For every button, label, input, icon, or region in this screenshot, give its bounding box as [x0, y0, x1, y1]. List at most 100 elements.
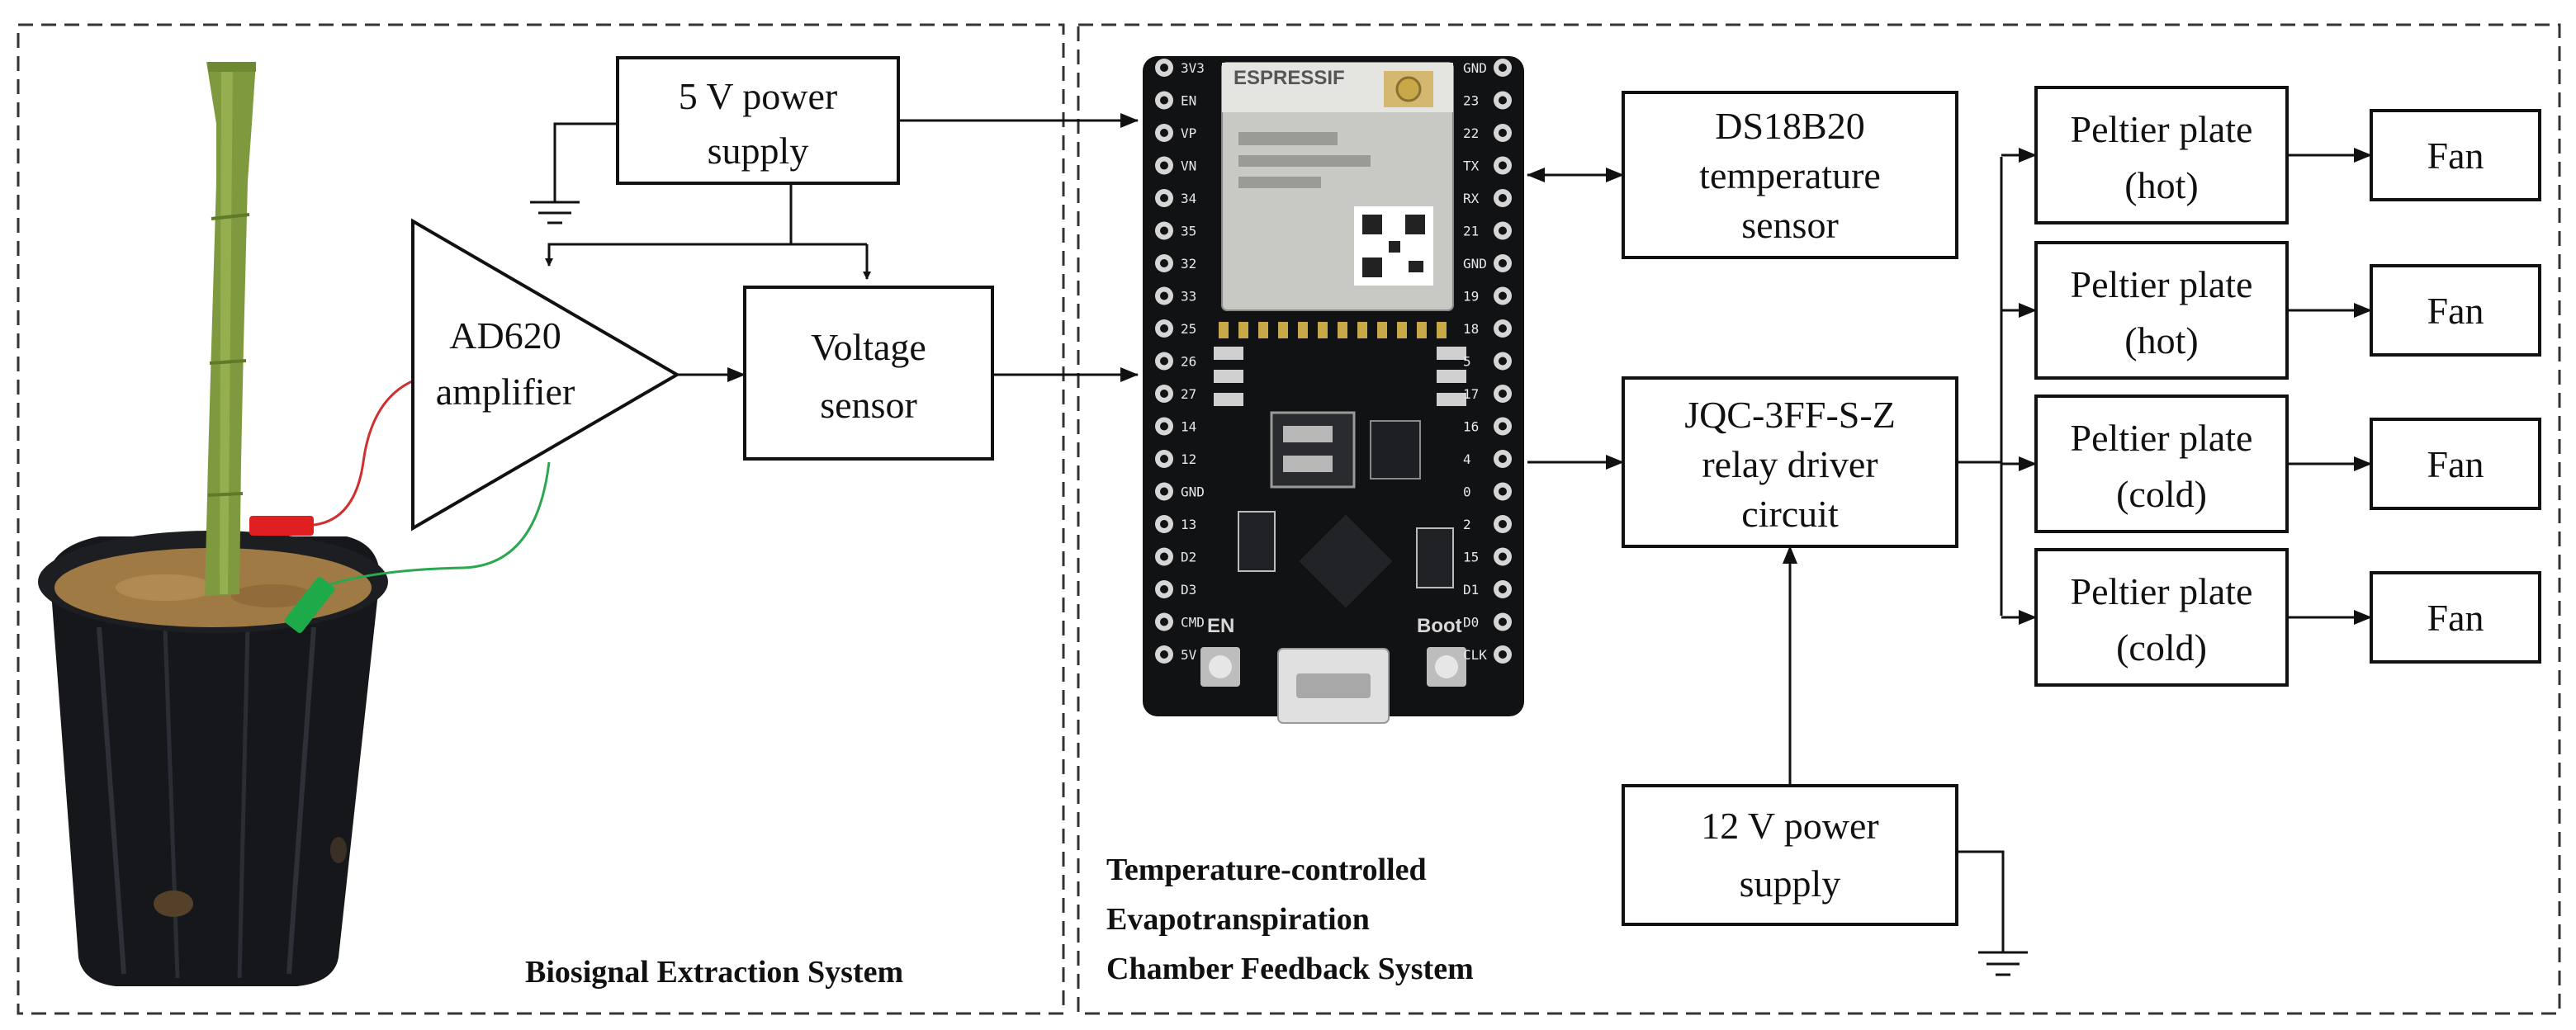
pin-right: 0 [1463, 482, 1512, 501]
fan-block: Fan [2370, 418, 2541, 510]
ground-symbol-5v [530, 122, 618, 224]
pin-right: TX [1463, 156, 1512, 175]
biosignal-caption: Biosignal Extraction System [525, 955, 903, 990]
power-supply-5v-block: 5 V power supply [616, 56, 900, 185]
svg-text:circuit: circuit [1741, 493, 1839, 535]
pin-label: CLK [1463, 647, 1487, 663]
svg-text:amplifier: amplifier [436, 371, 575, 413]
pin-label: 14 [1181, 419, 1196, 435]
pin-label: GND [1463, 256, 1487, 272]
pin-left: VN [1155, 156, 1196, 175]
pin-left: EN [1155, 91, 1196, 110]
svg-text:relay driver: relay driver [1702, 443, 1878, 485]
svg-text:supply: supply [1740, 862, 1841, 905]
relay-driver-block: JQC-3FF-S-Z relay driver circuit [1622, 376, 1958, 548]
pin-label: 3V3 [1181, 60, 1205, 76]
esp32-board: ESPRESSIF [1143, 56, 1524, 724]
peltier-label: Peltier plate [2071, 263, 2253, 305]
pin-right: 17 [1463, 385, 1512, 403]
pin-label: TX [1463, 158, 1480, 174]
pin-left: 26 [1155, 352, 1196, 371]
peltier-state: (hot) [2124, 164, 2198, 206]
pin-left: 33 [1155, 286, 1196, 305]
red-signal-wire [313, 374, 430, 527]
pin-right: 22 [1463, 124, 1512, 142]
svg-text:EN: EN [1207, 615, 1234, 637]
green-electrode [284, 577, 335, 633]
pin-right: 23 [1463, 91, 1512, 110]
pin-right: 5 [1463, 352, 1512, 371]
pin-label: 25 [1181, 321, 1196, 337]
peltier-label: Peltier plate [2071, 108, 2253, 150]
pin-label: GND [1463, 60, 1487, 76]
ground-symbol-12v [1957, 850, 2028, 976]
pin-right: 19 [1463, 286, 1512, 305]
fan-label: Fan [2427, 135, 2484, 177]
svg-text:5 V power: 5 V power [679, 75, 838, 117]
pin-label: 0 [1463, 484, 1471, 500]
fan-block: Fan [2370, 264, 2541, 357]
pin-label: 26 [1181, 354, 1196, 370]
pin-left: 35 [1155, 221, 1196, 240]
pin-label: D1 [1463, 582, 1479, 598]
pin-left: D3 [1155, 580, 1196, 598]
pin-label: D3 [1181, 582, 1196, 598]
biosignal-section-frame [17, 23, 1065, 1015]
svg-text:sensor: sensor [1741, 204, 1839, 246]
pin-label: 35 [1181, 224, 1196, 239]
fan-block: Fan [2370, 109, 2541, 201]
pin-label: 12 [1181, 451, 1196, 467]
svg-text:ESPRESSIF: ESPRESSIF [1234, 67, 1345, 89]
pin-label: 23 [1463, 93, 1479, 109]
voltage-sensor-block: Voltage sensor [743, 286, 994, 461]
svg-text:AD620: AD620 [449, 314, 561, 357]
svg-text:temperature: temperature [1699, 154, 1881, 196]
red-electrode [249, 516, 314, 536]
pin-label: 19 [1463, 289, 1479, 305]
svg-text:12 V power: 12 V power [1701, 805, 1879, 847]
pin-right: 2 [1463, 515, 1512, 533]
fan-label: Fan [2427, 443, 2484, 485]
pin-left: VP [1155, 124, 1196, 142]
pin-left: 5V [1155, 645, 1197, 664]
peltier-plate-block: Peltier plate (hot) Fan [2001, 86, 2541, 224]
pin-label: 4 [1463, 451, 1471, 467]
pin-label: 22 [1463, 125, 1479, 141]
pin-label: 17 [1463, 386, 1479, 402]
pin-right: D0 [1463, 612, 1512, 631]
pin-label: 16 [1463, 419, 1479, 435]
pin-left: CMD [1155, 612, 1205, 631]
pin-left: 3V3 [1155, 59, 1205, 77]
pin-label: VN [1181, 158, 1196, 174]
pin-label: 13 [1181, 517, 1196, 532]
pin-left: GND [1155, 482, 1205, 501]
pin-right: GND [1463, 59, 1512, 77]
pin-left: D2 [1155, 547, 1196, 566]
pin-label: D2 [1181, 550, 1196, 565]
pin-right: 4 [1463, 450, 1512, 468]
pin-label: 34 [1181, 191, 1196, 206]
feedback-section-frame [1077, 23, 2561, 1015]
svg-text:Voltage: Voltage [811, 326, 926, 368]
peltier-state: (cold) [2116, 473, 2207, 515]
pin-left: 34 [1155, 189, 1196, 207]
feedback-caption-line-3: Chamber Feedback System [1106, 952, 1474, 986]
feedback-caption-line-2: Evapotranspiration [1106, 902, 1370, 937]
svg-text:JQC-3FF-S-Z: JQC-3FF-S-Z [1684, 394, 1896, 436]
pin-right: 18 [1463, 319, 1512, 338]
left-pin-header: 3V3ENVPVN343532332526271412GND13D2D3CMD5… [1155, 59, 1205, 664]
supply-to-amplifier-wire [545, 183, 793, 267]
peltier-plate-block: Peltier plate(cold)Fan [2001, 395, 2541, 533]
pin-label: RX [1463, 191, 1480, 206]
svg-text:Boot: Boot [1417, 615, 1462, 637]
pin-label: 27 [1181, 386, 1196, 402]
peltier-plate-block: Peltier plate(cold)Fan [2001, 548, 2541, 687]
pin-left: 13 [1155, 515, 1196, 533]
pin-label: 21 [1463, 224, 1479, 239]
pin-right: 16 [1463, 417, 1512, 436]
power-supply-12v-block: 12 V power supply [1622, 784, 1958, 926]
pin-label: 5V [1181, 647, 1197, 663]
fan-block: Fan [2370, 571, 2541, 664]
peltier-state: (cold) [2116, 626, 2207, 669]
